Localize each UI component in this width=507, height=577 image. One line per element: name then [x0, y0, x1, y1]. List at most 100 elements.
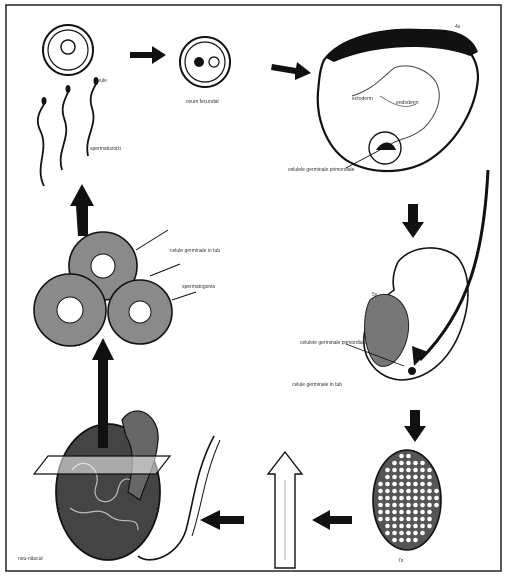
stipple-dot — [413, 510, 418, 515]
arrow-tube-to-testis — [200, 510, 244, 530]
stipple-dot — [406, 531, 411, 536]
stipple-dot — [427, 482, 432, 487]
stipple-dot — [406, 517, 411, 522]
stipple-dot — [413, 531, 418, 536]
stipple-dot — [406, 468, 411, 473]
label-age-7w: 7s — [398, 558, 404, 564]
development-arrow — [268, 452, 302, 568]
stipple-dot — [392, 503, 397, 508]
label-spermatozoa: spermatozoizi — [90, 146, 121, 152]
stipple-dot — [378, 510, 383, 515]
stipple-dot — [413, 489, 418, 494]
label-newborn: nou-născut — [18, 556, 43, 562]
stipple-dot — [399, 531, 404, 536]
label-ovum-fertilised: ovum fecundat — [186, 99, 219, 105]
stipple-dot — [427, 475, 432, 480]
stipple-dot — [399, 482, 404, 487]
stipple-dot — [392, 489, 397, 494]
stipple-dot — [420, 496, 425, 501]
stipple-dot — [420, 468, 425, 473]
arrow-7w-to-test-tube — [312, 510, 352, 530]
stipple-dot — [406, 503, 411, 508]
stipple-dot — [427, 489, 432, 494]
stipple-dot — [413, 517, 418, 522]
stipple-dot — [385, 503, 390, 508]
stipple-dot — [427, 468, 432, 473]
stipple-dot — [427, 524, 432, 529]
arrow-tubules-to-sperm — [70, 184, 94, 236]
stipple-dot — [399, 517, 404, 522]
zygote-stage — [180, 37, 230, 87]
label-spermatogonia: spermatogonia — [182, 284, 215, 290]
stipple-dot — [385, 517, 390, 522]
stipple-dot — [378, 496, 383, 501]
stipple-dot — [392, 517, 397, 522]
stipple-dot — [399, 538, 404, 543]
stipple-dot — [413, 468, 418, 473]
label-ectoderm: ectoderm — [352, 96, 373, 102]
stipple-dot — [385, 531, 390, 536]
stipple-dot — [420, 524, 425, 529]
stipple-dot — [392, 482, 397, 487]
label-age-4w: 4s — [455, 24, 461, 30]
stipple-dot — [399, 524, 404, 529]
stipple-dot — [392, 468, 397, 473]
spermatozoa-stage — [38, 77, 99, 186]
stipple-dot — [420, 503, 425, 508]
stipple-dot — [406, 475, 411, 480]
stipple-dot — [385, 496, 390, 501]
stipple-dot — [399, 468, 404, 473]
label-germinal-cells: celule germinale in tub — [170, 248, 220, 254]
testis-stage — [34, 411, 220, 560]
stipple-dot — [406, 524, 411, 529]
label-primordial-germ-cells-2: celulele germinale primordiale — [300, 340, 367, 346]
stipple-dot — [413, 503, 418, 508]
stipple-dot — [385, 489, 390, 494]
stipple-dot — [399, 454, 404, 459]
stipple-dot — [413, 496, 418, 501]
stipple-dot — [427, 503, 432, 508]
stipple-dot — [392, 510, 397, 515]
stipple-dot — [406, 482, 411, 487]
arrow-embryo-to-5w — [402, 204, 424, 238]
stipple-dot — [385, 475, 390, 480]
stipple-dot — [413, 461, 418, 466]
stipple-dot — [378, 482, 383, 487]
stipple-dot — [399, 475, 404, 480]
stipple-dot — [399, 489, 404, 494]
ovule-stage — [43, 25, 93, 75]
stipple-dot — [420, 489, 425, 494]
stipple-dot — [392, 461, 397, 466]
label-endoderm: endoderm — [396, 100, 419, 106]
stipple-dot — [413, 482, 418, 487]
stipple-dot — [427, 517, 432, 522]
stipple-dot — [385, 482, 390, 487]
arrow-5w-to-7w — [404, 410, 426, 442]
stipple-dot — [406, 496, 411, 501]
stipple-dot — [399, 510, 404, 515]
stipple-dot — [378, 503, 383, 508]
stipple-dot — [406, 489, 411, 494]
stipple-dot — [392, 475, 397, 480]
stipple-dot — [378, 517, 383, 522]
stipple-dot — [406, 461, 411, 466]
stipple-dot — [392, 496, 397, 501]
tubule-right — [108, 280, 172, 344]
stipple-dot — [420, 482, 425, 487]
stipple-dot — [392, 524, 397, 529]
label-germinal-cells-in-tube: celule germinale in tub — [292, 382, 342, 388]
stipple-dot — [413, 475, 418, 480]
section-plane — [34, 456, 170, 474]
stipple-dot — [406, 454, 411, 459]
label-age-5w: 5s — [372, 292, 378, 298]
stipple-dot — [420, 517, 425, 522]
stipple-dot — [378, 489, 383, 494]
stipple-dot — [406, 538, 411, 543]
stipple-dot — [420, 531, 425, 536]
stipple-dot — [413, 524, 418, 529]
stipple-dot — [420, 475, 425, 480]
stipple-dot — [399, 503, 404, 508]
stipple-dot — [434, 496, 439, 501]
stipple-dot — [406, 510, 411, 515]
